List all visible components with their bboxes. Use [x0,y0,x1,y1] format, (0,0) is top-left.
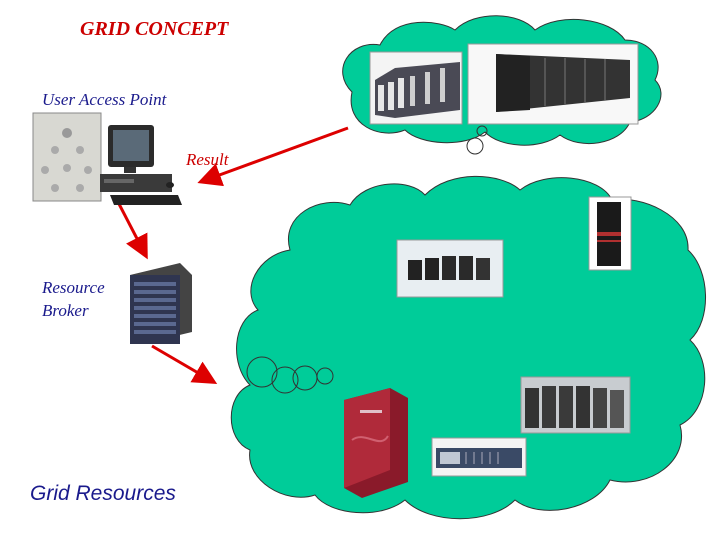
result-arrow [197,126,349,187]
datacenter-racks-icon [396,239,504,298]
red-server-tower-icon [344,388,408,498]
rack-cluster-icon [369,51,463,125]
to-broker-arrow [116,201,148,260]
server-room-icon [520,376,631,434]
rackmount-server-icon [431,437,527,477]
resource-broker-label: Resource Broker [42,276,132,322]
user-access-point-label: User Access Point [42,90,167,109]
server-tower-icon [130,263,192,344]
resource-broker-line2: Broker [42,301,89,320]
resource-broker-line1: Resource [42,278,105,297]
grid-resources-label: Grid Resources [30,482,176,505]
to-resources-arrow [151,344,218,385]
mainframe-tower-icon [588,196,632,271]
result-label: Result [186,150,229,169]
desktop-computer-icon [100,125,182,205]
page-title: GRID CONCEPT [80,18,229,40]
access-panel-icon [32,112,102,202]
server-racks-icon [467,43,639,125]
